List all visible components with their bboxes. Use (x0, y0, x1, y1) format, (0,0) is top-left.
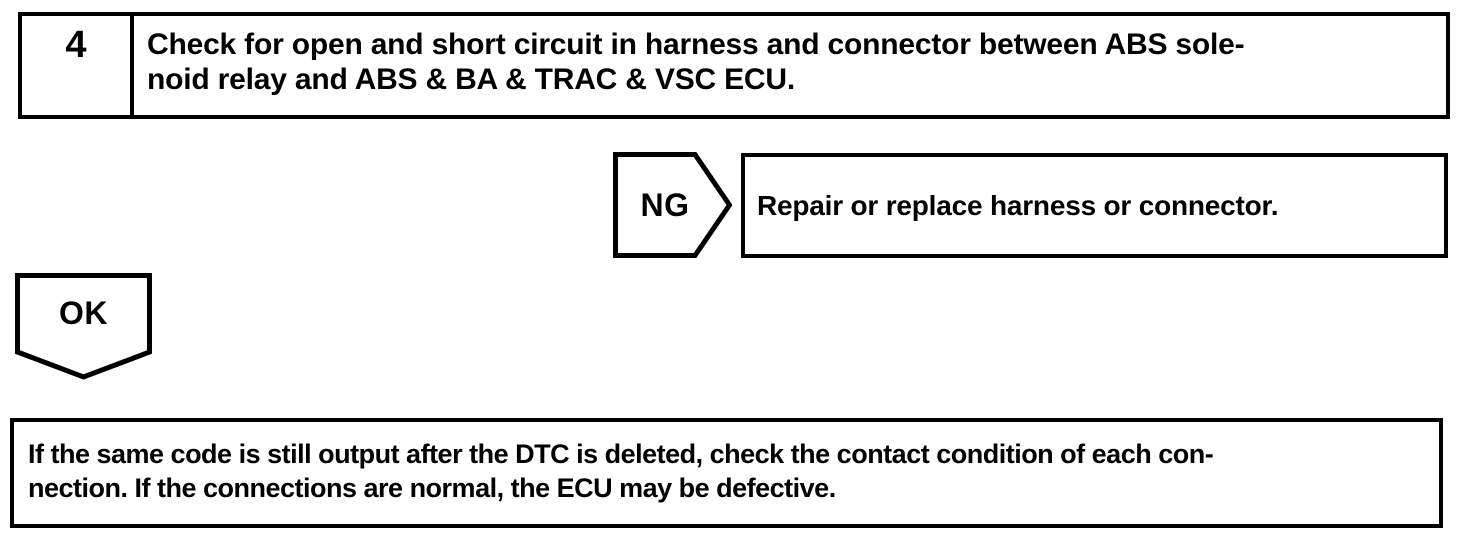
step-number-cell: 4 (22, 16, 134, 115)
ok-label: OK (59, 294, 108, 331)
step-box: 4 Check for open and short circuit in ha… (18, 12, 1450, 119)
result-box: If the same code is still output after t… (10, 418, 1443, 528)
step-instruction: Check for open and short circuit in harn… (134, 16, 1446, 115)
step-instruction-line-2: noid relay and ABS & BA & TRAC & VSC ECU… (147, 63, 795, 96)
result-line-2: nection. If the connections are normal, … (28, 473, 836, 503)
ok-connector-shape (15, 273, 152, 380)
ng-label: NG (640, 186, 690, 223)
step-instruction-line-1: Check for open and short circuit in harn… (147, 28, 1245, 61)
ng-action-box: Repair or replace harness or connector. (741, 153, 1448, 258)
ng-connector-shape (613, 152, 732, 258)
ng-action-text: Repair or replace harness or connector. (757, 189, 1279, 221)
result-line-1: If the same code is still output after t… (28, 439, 1214, 469)
step-number: 4 (65, 24, 87, 66)
